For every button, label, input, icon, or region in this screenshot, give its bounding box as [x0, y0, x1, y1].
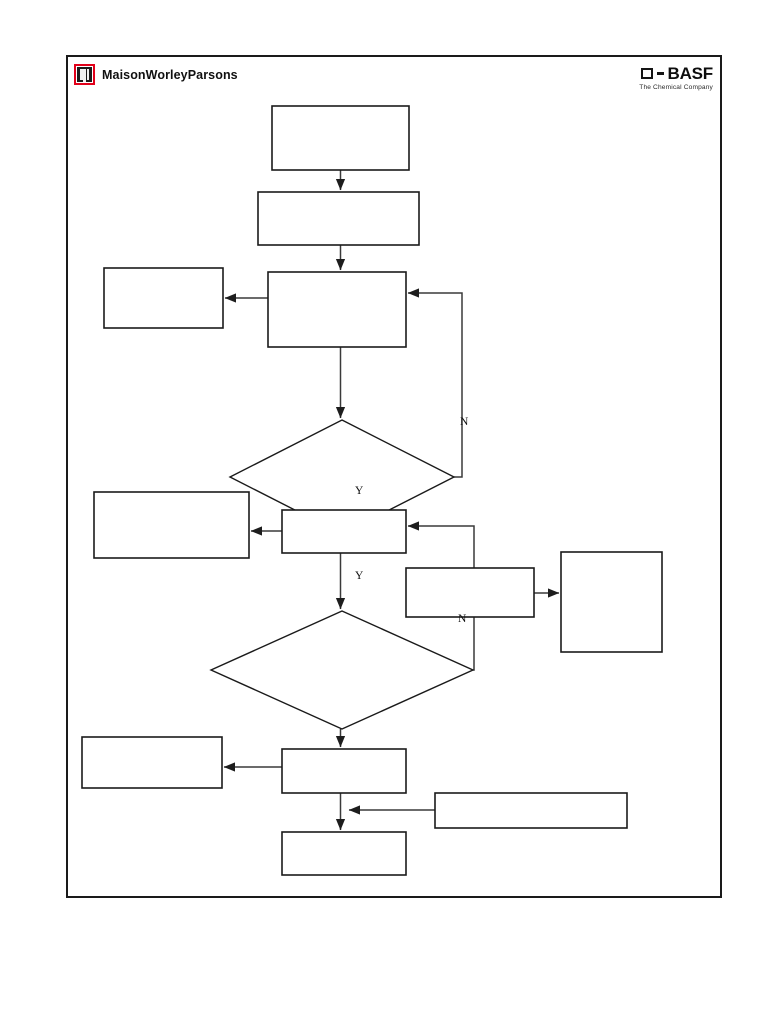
process-box-5[interactable]	[281, 509, 407, 554]
process-box-9[interactable]	[281, 748, 407, 794]
flowchart-canvas: N Y Y N	[68, 57, 724, 900]
branch-label-y-2: Y	[355, 570, 364, 582]
document-page: MaisonWorleyParsons BASF The Chemical Co…	[66, 55, 722, 898]
basf-dash-icon	[656, 72, 664, 75]
process-box-1[interactable]	[271, 105, 410, 171]
basf-logo: BASF The Chemical Company	[639, 65, 713, 91]
process-box-11[interactable]	[434, 792, 628, 829]
maisonworleyparsons-logo: MaisonWorleyParsons	[74, 64, 238, 85]
process-box-8[interactable]	[560, 551, 663, 653]
branch-label-n-2: N	[458, 613, 467, 625]
basf-tagline: The Chemical Company	[639, 84, 713, 91]
basf-logo-row: BASF	[639, 65, 713, 82]
page-header: MaisonWorleyParsons BASF The Chemical Co…	[68, 57, 720, 103]
process-box-10[interactable]	[81, 736, 223, 789]
process-box-3[interactable]	[267, 271, 407, 348]
process-box-2[interactable]	[257, 191, 420, 246]
branch-label-n-1: N	[460, 416, 469, 428]
connector-diamond1-n-feedback	[407, 288, 463, 478]
decision-diamond-2[interactable]	[209, 610, 475, 730]
basf-square-icon	[640, 68, 653, 79]
process-box-4[interactable]	[103, 267, 224, 329]
process-box-12[interactable]	[281, 831, 407, 876]
process-box-6[interactable]	[93, 491, 250, 559]
branch-label-y-1: Y	[355, 485, 364, 497]
mwp-monogram-icon	[74, 64, 95, 85]
mwp-wordmark: MaisonWorleyParsons	[102, 67, 238, 82]
basf-wordmark: BASF	[667, 64, 714, 83]
process-box-7[interactable]	[405, 567, 535, 618]
